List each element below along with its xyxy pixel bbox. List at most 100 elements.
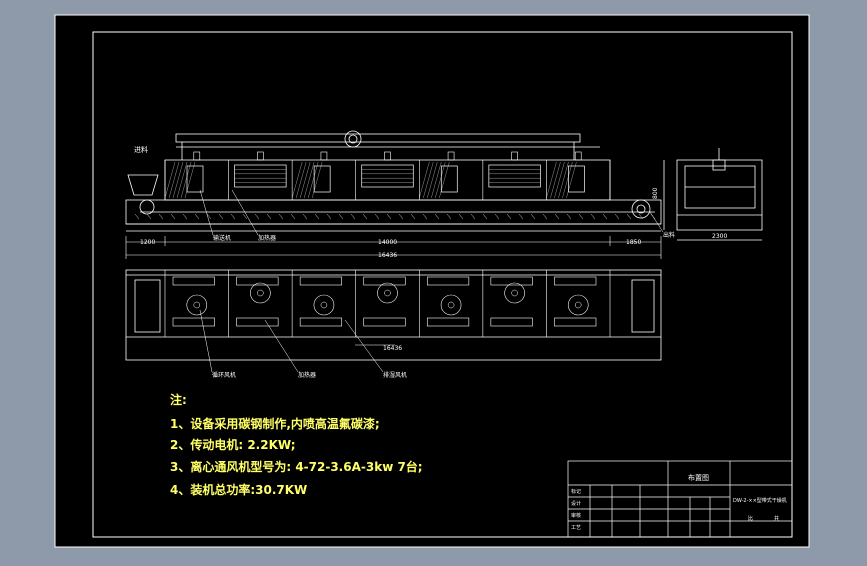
chain-tick xyxy=(230,213,236,220)
product-name: DW-2-××型带式干燥机 xyxy=(733,497,787,504)
chain-tick xyxy=(218,213,224,220)
tb-sheet-label: 共 xyxy=(774,515,779,522)
side-view xyxy=(663,148,763,241)
hatch-line xyxy=(423,161,434,199)
notes-title: 注: xyxy=(170,392,187,407)
label-feed: 进料 xyxy=(134,145,148,154)
hatch-line xyxy=(427,161,438,199)
chain-tick xyxy=(314,213,320,220)
hatch-line xyxy=(558,161,569,199)
chain-tick xyxy=(338,213,344,220)
heater-plate xyxy=(363,317,406,327)
chain-tick xyxy=(374,213,380,220)
fan-box xyxy=(186,165,204,193)
vent-stub xyxy=(511,151,518,161)
chain-tick xyxy=(518,213,524,220)
chain-tick xyxy=(254,213,260,220)
fan-hub xyxy=(193,301,201,309)
feed-hopper xyxy=(127,174,159,196)
plan-discharge-end xyxy=(631,279,655,333)
title-block xyxy=(567,460,793,538)
chain-tick xyxy=(590,213,596,220)
circulating-fan xyxy=(440,294,462,316)
circulating-fan xyxy=(504,282,525,304)
hatch-line xyxy=(419,161,430,199)
hatch-line xyxy=(299,161,311,199)
heater-plate xyxy=(299,276,343,286)
chain-tick xyxy=(530,213,536,220)
plan-dim-total: 16436 xyxy=(383,345,402,352)
chain-tick xyxy=(398,213,404,220)
tb-ratio-label: 比 xyxy=(748,515,753,522)
note-line-3: 3、离心通风机型号为: 4-72-3.6A-3kw 7台; xyxy=(170,459,423,474)
note-line-4: 4、装机总功率:30.7KW xyxy=(170,482,307,497)
plan-leaders xyxy=(199,309,395,373)
top-duct xyxy=(175,133,581,143)
chain-tick xyxy=(278,213,284,220)
vent-stub xyxy=(384,151,391,161)
hatch-line xyxy=(303,161,315,199)
chain-tick xyxy=(578,213,584,220)
chain-tick xyxy=(422,213,428,220)
note-line-2: 2、传动电机: 2.2KW; xyxy=(170,437,296,452)
chain-tick xyxy=(146,213,152,220)
chain-tick xyxy=(446,213,452,220)
hatch-line xyxy=(168,161,180,199)
fan-box xyxy=(440,165,458,193)
tb-label-review: 审核 xyxy=(571,512,581,519)
chain-tick xyxy=(602,213,608,220)
heater-plate xyxy=(426,317,470,327)
fan-hub xyxy=(511,289,518,297)
chain-tick xyxy=(566,213,572,220)
fan-hub xyxy=(384,289,391,297)
top-fan-housing xyxy=(344,130,362,148)
callout-transport: 输送机 xyxy=(213,234,231,242)
vent-stub xyxy=(257,151,264,161)
callout-fan: 循环风机 xyxy=(212,371,236,379)
hatch-line xyxy=(554,161,565,199)
vent-stub xyxy=(447,151,455,161)
chain-tick xyxy=(614,213,620,220)
elevation-leaders xyxy=(199,189,664,236)
vent-stub xyxy=(320,151,328,161)
tail-roller xyxy=(631,199,651,219)
chain-tick xyxy=(470,213,476,220)
chain-tick xyxy=(506,213,512,220)
chain-tick xyxy=(434,213,440,220)
tb-label-process: 工艺 xyxy=(571,525,581,531)
dim-right: 1850 xyxy=(626,239,641,246)
fan-hub xyxy=(320,301,328,309)
chain-tick xyxy=(158,213,164,220)
heater-plate xyxy=(172,317,215,327)
fan-hub xyxy=(574,301,582,309)
chain-tick xyxy=(350,213,356,220)
fan-box xyxy=(313,165,331,193)
hatch-line xyxy=(546,161,557,199)
callout-tail: 出料 xyxy=(663,231,675,239)
heater-box xyxy=(361,164,414,188)
heater-plate xyxy=(363,276,406,286)
callout-heater-plan: 加热器 xyxy=(298,371,316,379)
chain-tick xyxy=(182,213,188,220)
chain-tick xyxy=(542,213,548,220)
chain-tick xyxy=(386,213,392,220)
note-line-1: 1、设备采用碳钢制作,内喷高温氟碳漆; xyxy=(170,416,380,431)
dim-total: 16436 xyxy=(378,252,397,259)
hatch-line xyxy=(164,161,176,199)
chain-tick xyxy=(494,213,500,220)
drawing-frame xyxy=(92,31,793,538)
hatch-line xyxy=(435,161,446,199)
hatch-line xyxy=(295,161,307,199)
chain-tick xyxy=(362,213,368,220)
fan-hub xyxy=(257,289,264,297)
heater-plate xyxy=(426,276,470,286)
elevation-segments xyxy=(134,151,656,220)
heater-plate xyxy=(554,276,597,286)
chain-tick xyxy=(134,213,140,220)
heater-plate xyxy=(172,276,215,286)
fan-hub xyxy=(447,301,455,309)
heater-plate xyxy=(236,317,279,327)
callout-heater-elev: 加热器 xyxy=(258,234,276,242)
